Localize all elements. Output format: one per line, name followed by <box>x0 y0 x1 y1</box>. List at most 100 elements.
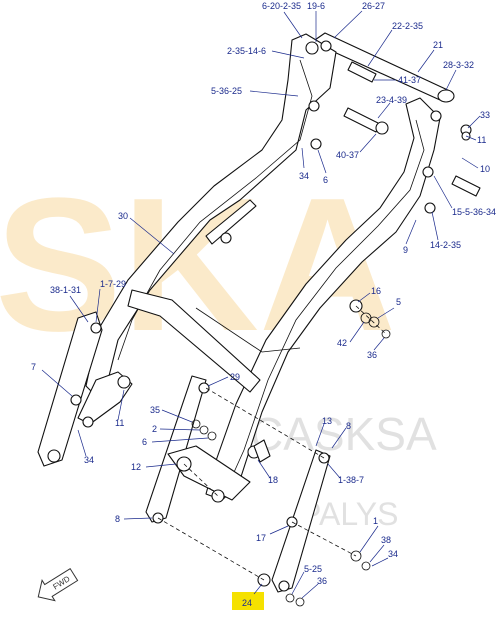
pin-boom-low <box>310 138 322 150</box>
svg-text:13: 13 <box>322 416 332 426</box>
washer-2 <box>199 425 209 435</box>
callout-34-a: 34 <box>299 147 309 181</box>
pin-boom-bottom <box>211 489 225 503</box>
nut-36-b <box>295 597 305 607</box>
svg-text:11: 11 <box>477 135 486 145</box>
svg-text:5: 5 <box>396 297 401 307</box>
svg-text:26-27: 26-27 <box>362 1 385 11</box>
callout-18: 18 <box>257 459 278 485</box>
callout-21: 21 <box>417 40 443 73</box>
svg-text:33: 33 <box>480 110 490 120</box>
nut-36 <box>381 329 391 339</box>
svg-text:1-7-29: 1-7-29 <box>100 279 126 289</box>
svg-text:24: 24 <box>242 598 252 608</box>
fwd-arrow-icon: FWD <box>37 567 79 602</box>
svg-text:22-2-35: 22-2-35 <box>392 21 423 31</box>
callout-2: 2 <box>152 424 201 434</box>
svg-text:38: 38 <box>381 535 391 545</box>
nut-38 <box>361 561 371 571</box>
svg-text:34: 34 <box>388 549 398 559</box>
pin-boom-mid <box>308 100 320 112</box>
cross-member-edge <box>195 307 301 353</box>
callout-1-7-29: 1-7-29 <box>95 279 126 323</box>
callout-41-37: 41-37 <box>374 75 421 85</box>
loose-pin-23 <box>343 107 381 133</box>
pin-left-link-top <box>90 322 102 334</box>
bushing-top-left <box>320 40 332 52</box>
callout-8-a: 8 <box>331 421 351 449</box>
callout-6-b: 6 <box>142 437 209 447</box>
callout-11-b: 11 <box>115 389 124 428</box>
svg-text:35: 35 <box>150 405 160 415</box>
callout-34-c: 34 <box>371 549 398 567</box>
svg-text:21: 21 <box>433 40 443 50</box>
watermark-brand-text: CASKSA <box>250 408 437 460</box>
callout-6-20-2-35: 6-20-2-35 <box>262 1 303 39</box>
pin-right-mid <box>422 166 434 178</box>
pin-crank-low <box>82 416 94 428</box>
svg-text:41-37: 41-37 <box>398 75 421 85</box>
boom-cylinder-bracket <box>205 199 257 245</box>
svg-text:11: 11 <box>115 418 124 428</box>
callout-24: 24 <box>232 583 264 610</box>
callout-13: 13 <box>315 416 332 447</box>
svg-text:14-2-35: 14-2-35 <box>430 240 461 250</box>
svg-text:12: 12 <box>131 462 141 472</box>
svg-text:5-36-25: 5-36-25 <box>211 86 242 96</box>
callout-8-b: 8 <box>115 514 153 524</box>
loose-pin-18 <box>253 439 271 463</box>
svg-text:17: 17 <box>256 533 266 543</box>
svg-text:6: 6 <box>323 175 328 185</box>
callout-6-a: 6 <box>317 149 328 185</box>
pin-right-low <box>424 202 436 214</box>
left-side-link <box>37 311 103 467</box>
svg-text:16: 16 <box>371 286 381 296</box>
callout-7-a: 7 <box>31 362 73 397</box>
svg-text:10: 10 <box>480 164 490 174</box>
svg-text:34: 34 <box>84 455 94 465</box>
callout-22-2-35: 22-2-35 <box>367 21 423 67</box>
callout-11: 11 <box>465 135 486 145</box>
washer-5-25 <box>285 593 295 603</box>
callouts: 6-20-2-35 19-6 26-27 22-2-35 21 2-35-14-… <box>31 1 496 610</box>
svg-text:30: 30 <box>118 211 128 221</box>
pin-link-top <box>198 382 210 394</box>
lower-cross-member <box>127 289 261 393</box>
svg-text:36: 36 <box>317 576 327 586</box>
svg-text:1-38-7: 1-38-7 <box>338 475 364 485</box>
pin-cylinder <box>220 232 232 244</box>
callout-2-35-14-6: 2-35-14-6 <box>227 46 305 59</box>
svg-text:36: 36 <box>367 350 377 360</box>
callout-14-2-35: 14-2-35 <box>430 211 461 250</box>
svg-text:40-37: 40-37 <box>336 150 359 160</box>
pin-top-left <box>305 41 319 55</box>
callout-15-5-36-34: 15-5-36-34 <box>433 175 496 217</box>
callout-36-b: 36 <box>301 576 327 599</box>
callout-9: 9 <box>403 219 417 255</box>
callout-38-1-31: 38-1-31 <box>50 285 89 323</box>
callout-23-4-39: 23-4-39 <box>376 95 407 119</box>
right-boom-edge <box>225 119 425 491</box>
callout-42: 42 <box>337 321 365 348</box>
callout-1-38-7: 1-38-7 <box>327 463 364 485</box>
svg-text:15-5-36-34: 15-5-36-34 <box>452 207 496 217</box>
callout-34-b: 34 <box>77 429 94 465</box>
assembly-line-4 <box>183 463 219 497</box>
washer-42 <box>360 312 372 324</box>
svg-text:42: 42 <box>337 338 347 348</box>
callout-10: 10 <box>461 157 490 174</box>
pin-crank <box>117 375 131 389</box>
pin-left-link-low <box>47 449 61 463</box>
pin-left-link-mid <box>70 394 82 406</box>
svg-text:34: 34 <box>299 171 309 181</box>
svg-text:9: 9 <box>403 245 408 255</box>
washer-35 <box>191 419 201 429</box>
svg-text:6: 6 <box>142 437 147 447</box>
callout-5-36-25: 5-36-25 <box>211 86 299 97</box>
svg-text:38-1-31: 38-1-31 <box>50 285 81 295</box>
callout-5-25: 5-25 <box>291 564 322 595</box>
svg-text:8: 8 <box>346 421 351 431</box>
highlight-box-24 <box>232 592 264 610</box>
assembly-line-3 <box>291 521 357 557</box>
loose-pin-10 <box>451 175 481 197</box>
